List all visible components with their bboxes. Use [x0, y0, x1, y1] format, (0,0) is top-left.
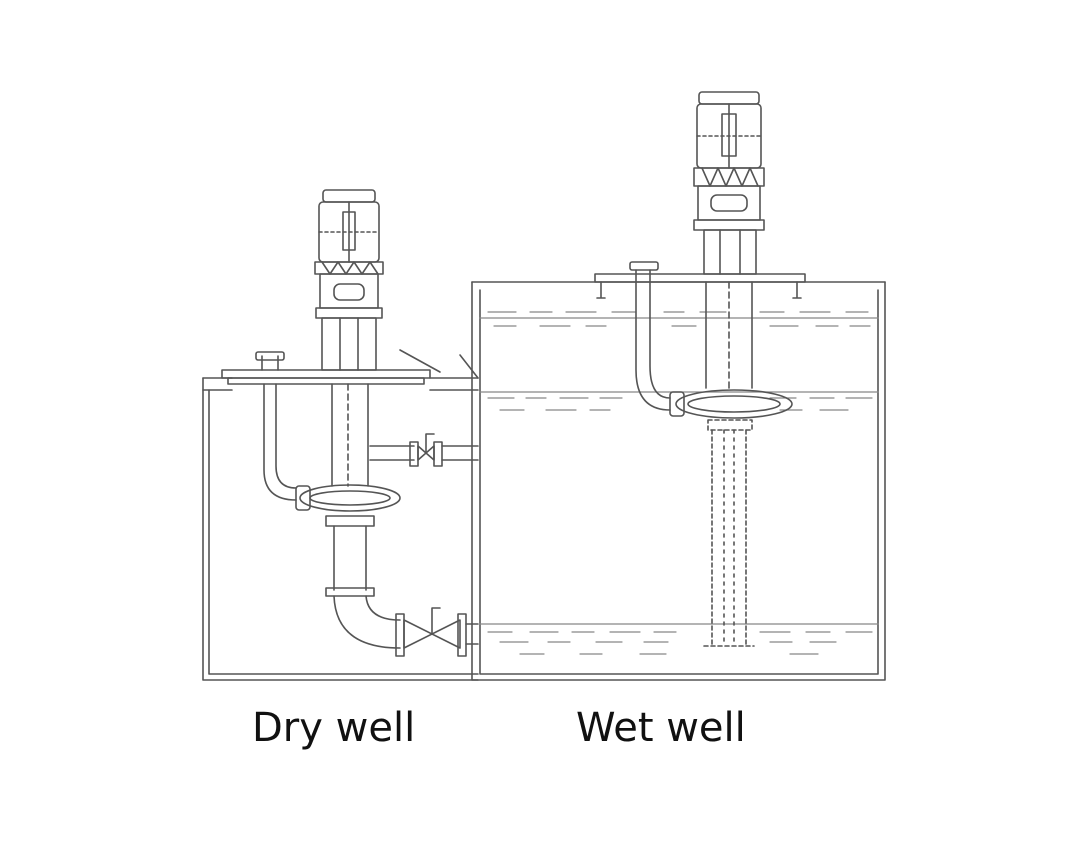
wet-well-pump — [629, 91, 793, 647]
water-dashes — [487, 311, 873, 655]
dry-well-label: Dry well — [252, 705, 416, 751]
dry-well-tank — [202, 349, 479, 681]
dry-well-pump — [255, 189, 479, 657]
wet-well-label: Wet well — [576, 705, 746, 751]
wet-well-tank — [471, 273, 886, 681]
